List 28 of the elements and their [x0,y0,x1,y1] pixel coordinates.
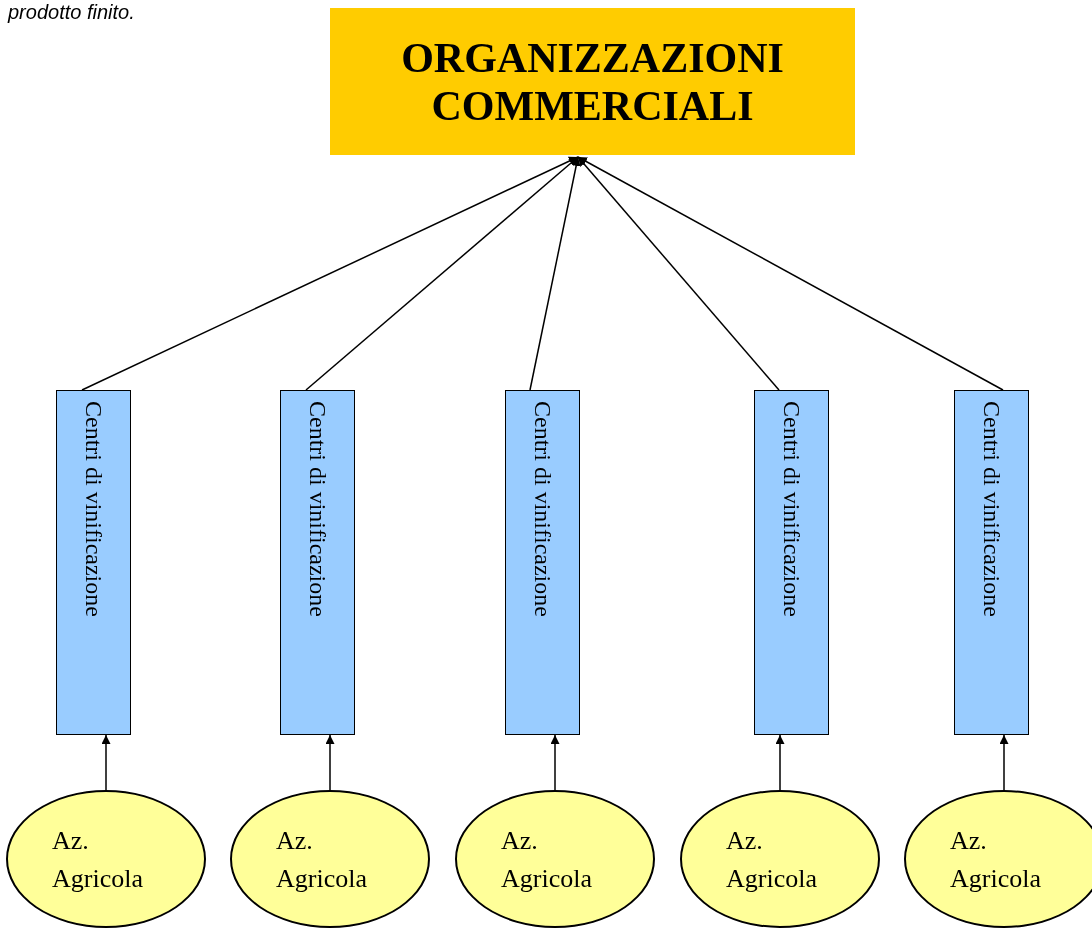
arrow [577,156,1004,391]
box-label: Centri di vinificazione [777,401,806,619]
arrow [577,156,780,391]
node-label: Az. Agricola [501,825,593,895]
arrow [325,734,335,791]
arrow [550,734,560,791]
process-box [280,390,355,735]
box-label: Centri di vinificazione [79,401,108,619]
arrow [529,156,581,391]
box-label: Centri di vinificazione [977,401,1006,619]
box-title: ORGANIZZAZIONI COMMERCIALI [400,33,785,130]
process-box [56,390,131,735]
box-label: Centri di vinificazione [303,401,332,619]
box-label: Centri di vinificazione [528,401,557,619]
arrow [81,156,579,391]
node-label: Az. Agricola [726,825,818,895]
note-text: prodotto finito. [8,0,135,24]
process-box [754,390,829,735]
process-box [505,390,580,735]
arrow [101,734,111,791]
node-label: Az. Agricola [52,825,144,895]
node-label: Az. Agricola [950,825,1042,895]
arrow [305,156,579,391]
title-box [330,8,855,155]
arrow [775,734,785,791]
node-label: Az. Agricola [276,825,368,895]
process-box [954,390,1029,735]
arrow [999,734,1009,791]
